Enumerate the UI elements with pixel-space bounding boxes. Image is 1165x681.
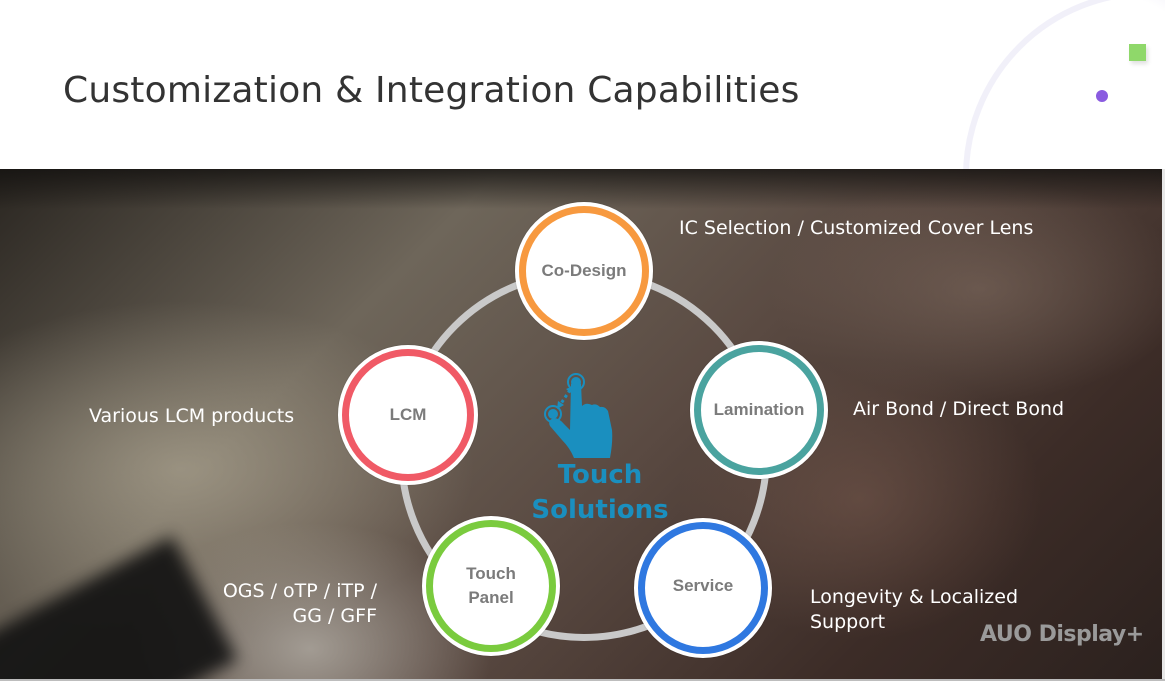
- node-co-design: Co-Design: [515, 202, 653, 340]
- panel-right-edge: [1162, 169, 1165, 681]
- panel-bottom-edge: [0, 679, 1165, 681]
- node-lcm: LCM: [338, 345, 478, 485]
- node-label: LCM: [389, 405, 427, 424]
- slide-header: Customization & Integration Capabilities: [0, 0, 1165, 380]
- node-label-line1: Touch: [466, 564, 516, 583]
- node-service-ring: Service: [638, 522, 768, 654]
- touch-hand-icon: [540, 372, 624, 460]
- node-label: Lamination: [713, 400, 805, 419]
- green-square-decoration-icon: [1129, 44, 1146, 61]
- service-description-line1: Longevity & Localized: [810, 586, 1019, 608]
- center-title-line2: Solutions: [531, 495, 669, 525]
- node-lcm-ring: LCM: [342, 349, 474, 481]
- node-touch-panel: Touch Panel: [422, 516, 560, 656]
- node-label: Touch Panel: [466, 562, 516, 610]
- service-description-line2: Support: [810, 611, 886, 633]
- service-description: Longevity & Localized Support: [810, 585, 1018, 635]
- lcm-description: Various LCM products: [89, 405, 295, 427]
- center-title-line1: Touch: [557, 460, 643, 490]
- node-label-line2: Panel: [468, 588, 514, 607]
- node-label: Service: [672, 576, 734, 595]
- slide-title: Customization & Integration Capabilities: [63, 70, 800, 111]
- center-title: Touch Solutions: [520, 458, 680, 528]
- node-label: Co-Design: [541, 261, 627, 280]
- brand-watermark: AUO Display+: [980, 622, 1144, 647]
- touch-panel-description-line1: OGS / oTP / iTP /: [222, 580, 377, 602]
- touch-panel-description-line2: GG / GFF: [292, 605, 377, 627]
- node-lamination-ring: Lamination: [694, 345, 824, 475]
- purple-dot-decoration-icon: [1096, 90, 1108, 102]
- node-lamination: Lamination: [690, 341, 828, 479]
- co-design-description: IC Selection / Customized Cover Lens: [679, 217, 1034, 239]
- touch-panel-description: OGS / oTP / iTP / GG / GFF: [200, 579, 377, 629]
- node-co-design-ring: Co-Design: [519, 206, 649, 336]
- lamination-description: Air Bond / Direct Bond: [853, 398, 1065, 420]
- node-touch-panel-ring: Touch Panel: [426, 520, 556, 652]
- node-service: Service: [634, 518, 772, 658]
